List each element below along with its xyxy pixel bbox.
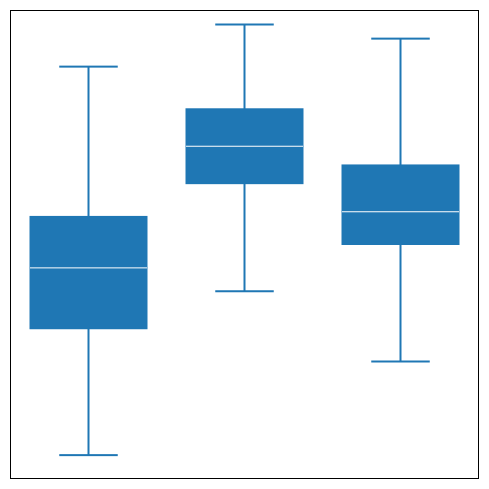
- plot-frame: [10, 10, 479, 479]
- boxes-layer: [29, 23, 460, 457]
- box-1-body: [29, 215, 148, 330]
- box-3-body: [341, 164, 460, 245]
